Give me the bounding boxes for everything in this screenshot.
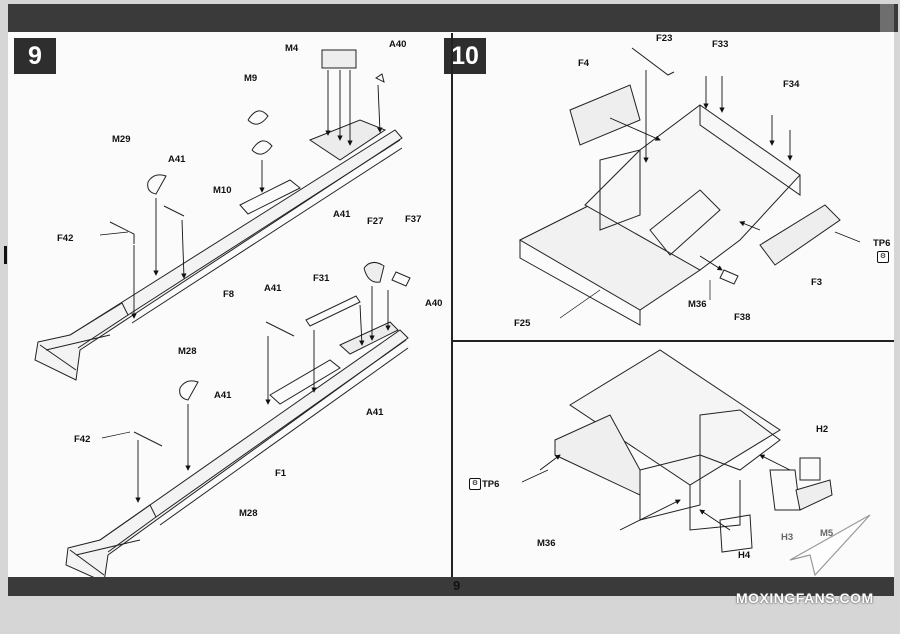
top-banner (8, 4, 898, 32)
part-f42-a41 (109, 205, 185, 244)
callout-a41: A41 (168, 154, 186, 165)
callout-f31: F31 (313, 273, 330, 284)
callout-f8: F8 (223, 289, 235, 300)
callout-h4: H4 (738, 550, 751, 561)
callout-a41: A41 (214, 390, 232, 401)
vertical-divider (451, 33, 453, 579)
part-m29 (147, 174, 167, 195)
callout-f1: F1 (275, 468, 287, 479)
callout-m4: M4 (285, 43, 299, 54)
callout-m9: M9 (244, 73, 258, 84)
callout-m28: M28 (239, 508, 258, 519)
callout-m36: M36 (688, 299, 707, 310)
part-f37 (391, 271, 411, 287)
callout-a40: A40 (389, 39, 407, 50)
callout-m28: M28 (178, 346, 197, 357)
callout-f42: F42 (57, 233, 74, 244)
step9-lower-arrows (135, 286, 391, 503)
part-m9-m10 (247, 110, 273, 155)
step-9-badge: 9 (14, 38, 56, 74)
callout-f38: F38 (734, 312, 751, 323)
callout-f27: F27 (367, 216, 384, 227)
callout-m10: M10 (213, 185, 232, 196)
step10-body (518, 47, 841, 326)
callout-a40: A40 (425, 298, 443, 309)
part-a41 (265, 321, 295, 337)
part-f23 (631, 47, 675, 76)
part-m4 (321, 49, 357, 69)
callout-f3: F3 (811, 277, 823, 288)
part-h2 (799, 457, 821, 481)
callout-m29: M29 (112, 134, 131, 145)
step9-lower-rail (65, 321, 409, 583)
callout-f33: F33 (712, 39, 729, 50)
horizontal-divider (453, 340, 894, 342)
step10b-arrows (539, 454, 791, 531)
top-banner-edge (880, 4, 894, 32)
part-f27 (363, 262, 385, 283)
callout-a41: A41 (264, 283, 282, 294)
callout-a41: A41 (366, 407, 384, 418)
step9-upper-arrows (131, 70, 383, 319)
step9-upper-parts (109, 49, 385, 244)
step10b-body (554, 349, 833, 553)
page-number: 9 (453, 578, 461, 593)
tp6-tool-icon: ⚙ (877, 251, 889, 263)
callout-a41: A41 (333, 209, 351, 220)
callout-m36: M36 (537, 538, 556, 549)
callout-f37: F37 (405, 214, 422, 225)
part-m5 (795, 479, 833, 511)
callout-f42: F42 (74, 434, 91, 445)
margin-mark (4, 246, 7, 264)
step9-lower-parts (133, 262, 411, 447)
callout-h2: H2 (816, 424, 829, 435)
part-m28 (179, 380, 199, 401)
part-f38 (719, 269, 739, 285)
part-h4 (719, 514, 753, 553)
callout-tp6: TP6 (482, 479, 500, 490)
callout-f25: F25 (514, 318, 531, 329)
callout-f4: F4 (578, 58, 590, 69)
callout-m5: M5 (820, 528, 834, 539)
step9-upper-rail (34, 119, 403, 381)
bottom-banner (8, 577, 894, 596)
part-f4 (569, 84, 641, 146)
part-f42 (133, 431, 163, 447)
tp6-tool-icon: ⚙ (469, 478, 481, 490)
callout-f34: F34 (783, 79, 800, 90)
part-f3 (759, 204, 841, 266)
part-a40 (375, 73, 385, 83)
watermark-text: MOXINGFANS.COM (736, 590, 874, 606)
part-f31 (305, 295, 361, 327)
watermark-plane-icon (789, 514, 871, 577)
callout-f23: F23 (656, 33, 673, 44)
step10-arrows (609, 70, 793, 271)
callout-h3: H3 (781, 532, 794, 543)
callout-tp6: TP6 (873, 238, 891, 249)
leader-lines (99, 231, 861, 483)
